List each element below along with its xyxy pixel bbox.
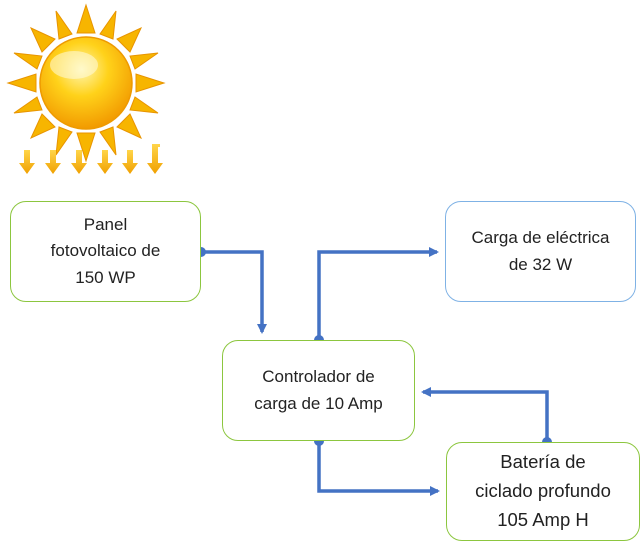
- edge-battery-to-controller: [421, 387, 549, 442]
- node-electric-load: Carga de eléctrica de 32 W: [445, 201, 636, 302]
- node-label: Carga de eléctrica de 32 W: [471, 228, 610, 274]
- node-solar-panel: Panel fotovoltaico de 150 WP: [10, 201, 201, 302]
- sun-rays-icon: [19, 144, 163, 174]
- node-label: Batería de ciclado profundo 105 Amp H: [475, 451, 611, 530]
- edge-panel-to-controller: [201, 250, 267, 334]
- node-charge-controller: Controlador de carga de 10 Amp: [222, 340, 415, 441]
- edge-controller-to-load: [317, 247, 439, 340]
- node-label: Controlador de carga de 10 Amp: [254, 367, 383, 413]
- node-label: Panel fotovoltaico de 150 WP: [50, 214, 161, 287]
- sun-icon: [6, 3, 166, 163]
- edge-controller-to-battery: [317, 441, 440, 496]
- node-battery: Batería de ciclado profundo 105 Amp H: [446, 442, 640, 541]
